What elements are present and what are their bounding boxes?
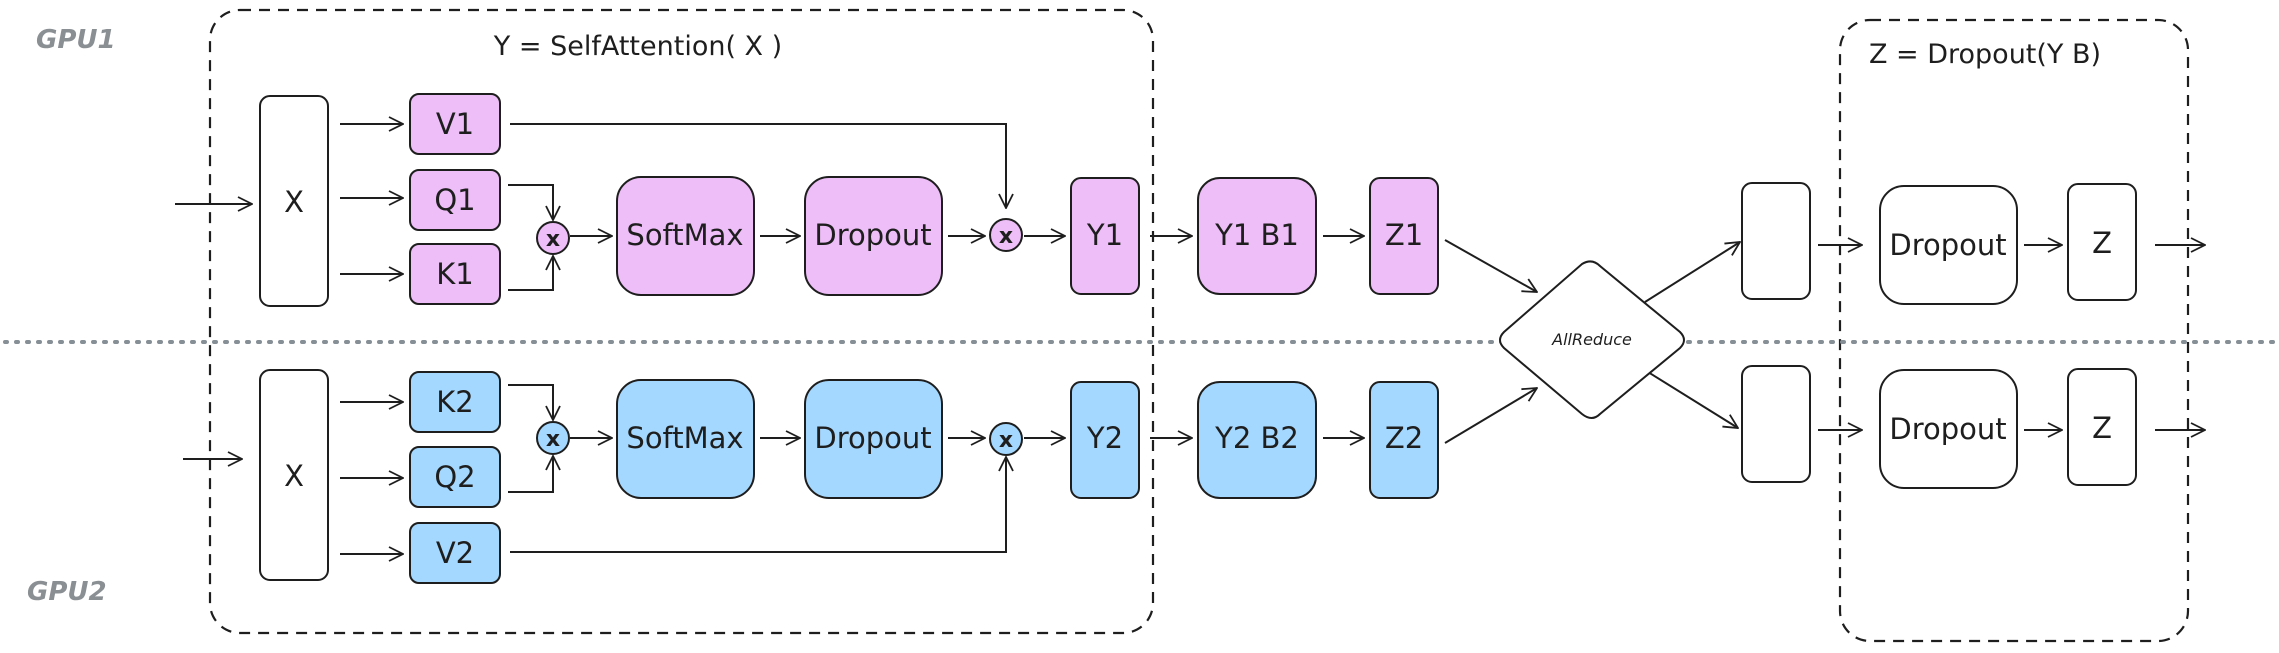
gpu1-z-box <box>1369 177 1439 295</box>
gpu1-k-label: K1 <box>436 257 473 291</box>
arrow <box>508 384 553 420</box>
arrow <box>1647 371 1738 428</box>
gpu2-yb-box <box>1197 381 1317 499</box>
gpu1-out-box <box>2067 183 2137 301</box>
gpu2-row: X K2 Q2 V2 x SoftMax Dropout x Y2 Y2 B2 … <box>183 365 2205 584</box>
gpu2-y-box <box>1070 381 1140 499</box>
gpu2-out-label: Z <box>2092 411 2112 445</box>
arrow <box>1444 239 1537 292</box>
arrow <box>1644 242 1740 303</box>
gpu1-reduced-box <box>1741 182 1811 300</box>
arrow <box>508 256 553 291</box>
gpu2-post-dropout-box <box>1879 369 2018 489</box>
gpu2-y-label: Y2 <box>1086 421 1123 455</box>
dropout-group <box>1838 18 2190 643</box>
gpu1-multiply-v <box>989 218 1023 252</box>
gpu2-yb-label: Y2 B2 <box>1214 421 1299 455</box>
arrow <box>510 457 1006 553</box>
dropout-title: Z = Dropout(Y B) <box>1869 39 2101 70</box>
gpu2-multiply-v-symbol: x <box>999 428 1013 453</box>
gpu1-yb-box <box>1197 177 1317 295</box>
self-attention-title: Y = SelfAttention( X ) <box>493 31 782 62</box>
gpu1-dropout-label: Dropout <box>814 218 931 252</box>
gpu2-out-box <box>2067 368 2137 486</box>
gpu2-multiply-qk <box>536 421 570 455</box>
gpu2-multiply-v <box>989 422 1023 456</box>
gpu1-z-label: Z1 <box>1385 218 1423 252</box>
gpu1-yb-label: Y1 B1 <box>1214 218 1299 252</box>
gpu1-q-box <box>409 169 501 231</box>
gpu2-v-label: V2 <box>436 536 474 570</box>
gpu2-q-box <box>409 446 501 508</box>
gpu2-softmax-label: SoftMax <box>626 421 743 455</box>
gpu2-dropout-box <box>804 379 943 499</box>
gpu1-multiply-v-symbol: x <box>999 224 1013 249</box>
gpu1-q-label: Q1 <box>434 183 475 217</box>
gpu2-z-box <box>1369 381 1439 499</box>
gpu1-softmax-box <box>616 176 755 296</box>
gpu1-row: X V1 Q1 K1 x SoftMax Dropout x Y1 Y1 B1 <box>175 93 2205 307</box>
gpu1-label: GPU1 <box>36 25 116 55</box>
gpu1-x-box <box>259 95 329 307</box>
allreduce-label: AllReduce <box>1551 330 1632 349</box>
gpu2-label: GPU2 <box>27 577 107 607</box>
gpu2-dropout-label: Dropout <box>814 421 931 455</box>
gpu1-multiply-qk <box>536 221 570 255</box>
gpu2-v-box <box>409 522 501 584</box>
gpu1-post-dropout-box <box>1879 185 2018 305</box>
self-attention-group <box>208 8 1155 635</box>
gpu1-k-box <box>409 243 501 305</box>
gpu1-multiply-qk-symbol: x <box>546 227 560 252</box>
gpu2-reduced-box <box>1741 365 1811 483</box>
gpu1-v-box <box>409 93 501 155</box>
gpu2-z-label: Z2 <box>1385 421 1423 455</box>
gpu1-y-box <box>1070 177 1140 295</box>
gpu1-softmax-label: SoftMax <box>626 218 743 252</box>
gpu2-multiply-qk-symbol: x <box>546 427 560 452</box>
gpu2-x-label: X <box>284 459 304 493</box>
gpu1-post-dropout-label: Dropout <box>1889 228 2006 262</box>
allreduce-node <box>1499 260 1685 419</box>
arrow <box>508 456 553 493</box>
gpu1-x-label: X <box>284 185 304 219</box>
arrow <box>510 123 1006 208</box>
gpu2-k-box <box>409 371 501 433</box>
arrow <box>508 184 553 220</box>
gpu1-dropout-box <box>804 176 943 296</box>
gpu2-softmax-box <box>616 379 755 499</box>
gpu1-v-label: V1 <box>436 107 474 141</box>
gpu2-k-label: K2 <box>436 385 473 419</box>
gpu2-x-box <box>259 369 329 581</box>
gpu2-post-dropout-label: Dropout <box>1889 412 2006 446</box>
arrow <box>1444 388 1537 444</box>
gpu2-q-label: Q2 <box>434 460 475 494</box>
gpu1-y-label: Y1 <box>1086 218 1123 252</box>
gpu1-out-label: Z <box>2092 226 2112 260</box>
